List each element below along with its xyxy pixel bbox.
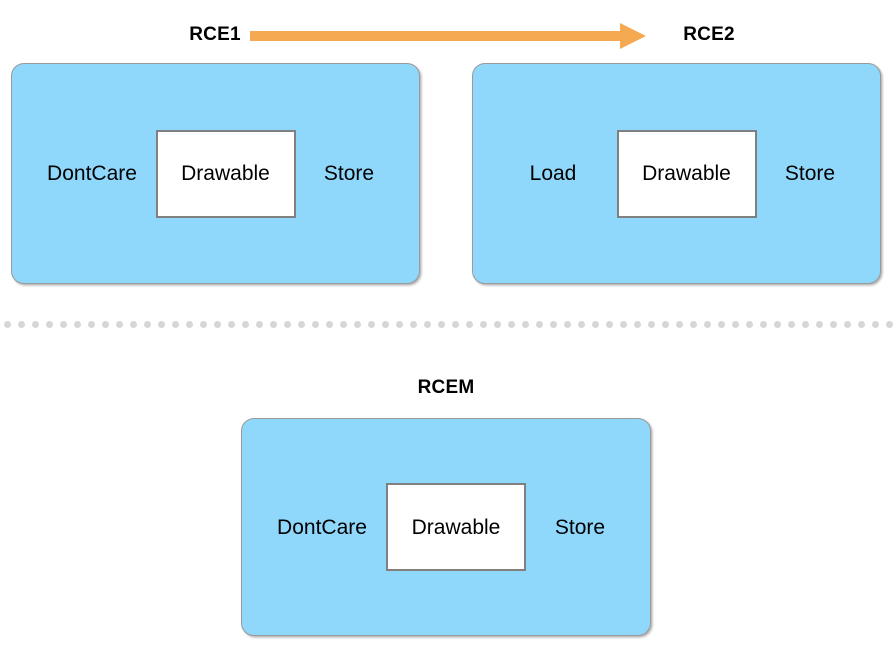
transition-arrow-rce1-to-rce2	[250, 22, 646, 50]
divider-dot	[18, 321, 25, 328]
rce1-right-label: Store	[323, 162, 375, 185]
divider-dot	[4, 321, 11, 328]
divider-dot	[284, 321, 291, 328]
divider-dot	[816, 321, 823, 328]
divider-dot	[242, 321, 249, 328]
divider-dot	[620, 321, 627, 328]
divider-dot	[760, 321, 767, 328]
divider-dot	[592, 321, 599, 328]
divider-dot	[480, 321, 487, 328]
divider-dot	[494, 321, 501, 328]
rce2-drawable-label: Drawable	[642, 162, 731, 185]
divider-dot	[844, 321, 851, 328]
divider-dot	[88, 321, 95, 328]
rce2-left-label: Load	[529, 162, 577, 185]
divider-dot	[886, 321, 893, 328]
divider-dot	[634, 321, 641, 328]
group-title-rcem: RCEM	[417, 377, 475, 398]
divider-dot	[382, 321, 389, 328]
divider-dot	[340, 321, 347, 328]
group-title-rce2: RCE2	[683, 24, 735, 45]
divider-dot	[564, 321, 571, 328]
divider-dot	[802, 321, 809, 328]
divider-dot	[746, 321, 753, 328]
divider-dot	[606, 321, 613, 328]
divider-dot	[298, 321, 305, 328]
divider-dot	[144, 321, 151, 328]
rce1-slot-row: DontCare Drawable Store	[12, 129, 419, 218]
divider-dot	[256, 321, 263, 328]
divider-dot	[522, 321, 529, 328]
divider-dot	[116, 321, 123, 328]
rcem-left-label: DontCare	[277, 515, 367, 539]
divider-dot	[130, 321, 137, 328]
divider-dot	[32, 321, 39, 328]
divider-dot	[452, 321, 459, 328]
divider-dot	[214, 321, 221, 328]
rcem-slot-row: DontCare Drawable Store	[242, 483, 650, 571]
divider-dot	[788, 321, 795, 328]
arrow-right-icon	[250, 23, 646, 49]
divider-dot	[158, 321, 165, 328]
divider-dot	[74, 321, 81, 328]
divider-dot	[102, 321, 109, 328]
divider-dot	[550, 321, 557, 328]
divider-dot	[872, 321, 879, 328]
divider-dot	[424, 321, 431, 328]
divider-dot	[704, 321, 711, 328]
divider-dot	[830, 321, 837, 328]
divider-dot	[326, 321, 333, 328]
divider-dot	[774, 321, 781, 328]
divider-dot	[312, 321, 319, 328]
rce2-slot-row: Load Drawable Store	[473, 129, 880, 218]
divider-dot	[536, 321, 543, 328]
dotted-divider	[0, 321, 893, 329]
rcem-drawable-box[interactable]: Drawable	[386, 483, 526, 571]
group-title-rce1: RCE1	[189, 24, 241, 45]
divider-dot	[200, 321, 207, 328]
divider-dot	[732, 321, 739, 328]
divider-dot	[438, 321, 445, 328]
divider-dot	[676, 321, 683, 328]
divider-dot	[718, 321, 725, 328]
divider-dot	[270, 321, 277, 328]
divider-dot	[396, 321, 403, 328]
divider-dot	[858, 321, 865, 328]
rce2-right-label: Store	[784, 162, 836, 185]
divider-dot	[186, 321, 193, 328]
divider-dot	[662, 321, 669, 328]
divider-dot	[354, 321, 361, 328]
divider-dot	[648, 321, 655, 328]
divider-dot	[410, 321, 417, 328]
rcem-right-label: Store	[554, 515, 606, 539]
divider-dot	[368, 321, 375, 328]
rce1-left-label: DontCare	[47, 162, 137, 185]
rcem-drawable-label: Drawable	[411, 515, 501, 539]
divider-dot	[228, 321, 235, 328]
divider-dot	[508, 321, 515, 328]
divider-dot	[466, 321, 473, 328]
divider-dot	[172, 321, 179, 328]
rce1-container[interactable]: DontCare Drawable Store	[11, 63, 420, 284]
divider-dot	[690, 321, 697, 328]
rce2-container[interactable]: Load Drawable Store	[472, 63, 881, 284]
divider-dot	[60, 321, 67, 328]
rce1-drawable-label: Drawable	[181, 162, 270, 185]
divider-dot	[578, 321, 585, 328]
rcem-container[interactable]: DontCare Drawable Store	[241, 418, 651, 636]
divider-dot	[46, 321, 53, 328]
rce1-drawable-box[interactable]: Drawable	[155, 129, 296, 218]
rce2-drawable-box[interactable]: Drawable	[616, 129, 757, 218]
